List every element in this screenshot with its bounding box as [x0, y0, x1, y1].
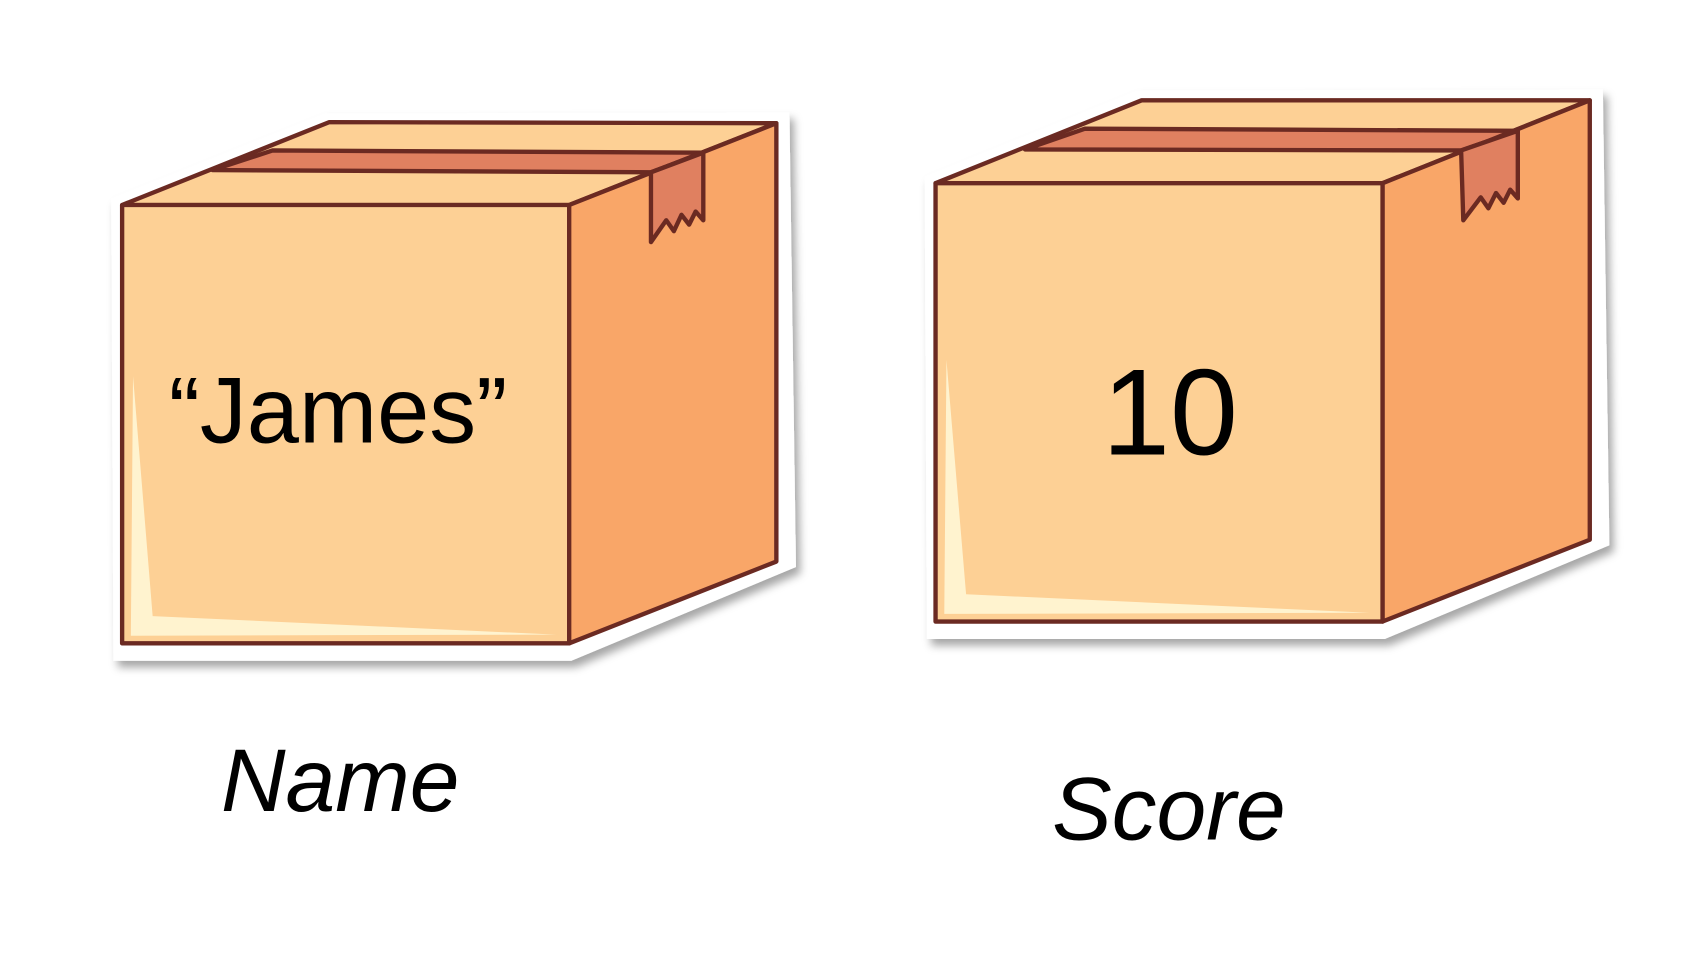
box-content: “James”	[169, 358, 508, 463]
box-label: Score	[1052, 759, 1286, 859]
box-tape	[1022, 126, 1520, 153]
box-tape	[210, 148, 706, 175]
box-name	[111, 112, 796, 661]
box-label: Name	[221, 730, 460, 830]
box-content: 10	[1102, 344, 1238, 481]
box-side	[1380, 98, 1592, 624]
box-side	[567, 121, 779, 646]
box-tape-flap	[1458, 128, 1520, 223]
box-tape-flap	[648, 150, 706, 245]
box-score	[924, 89, 1610, 639]
